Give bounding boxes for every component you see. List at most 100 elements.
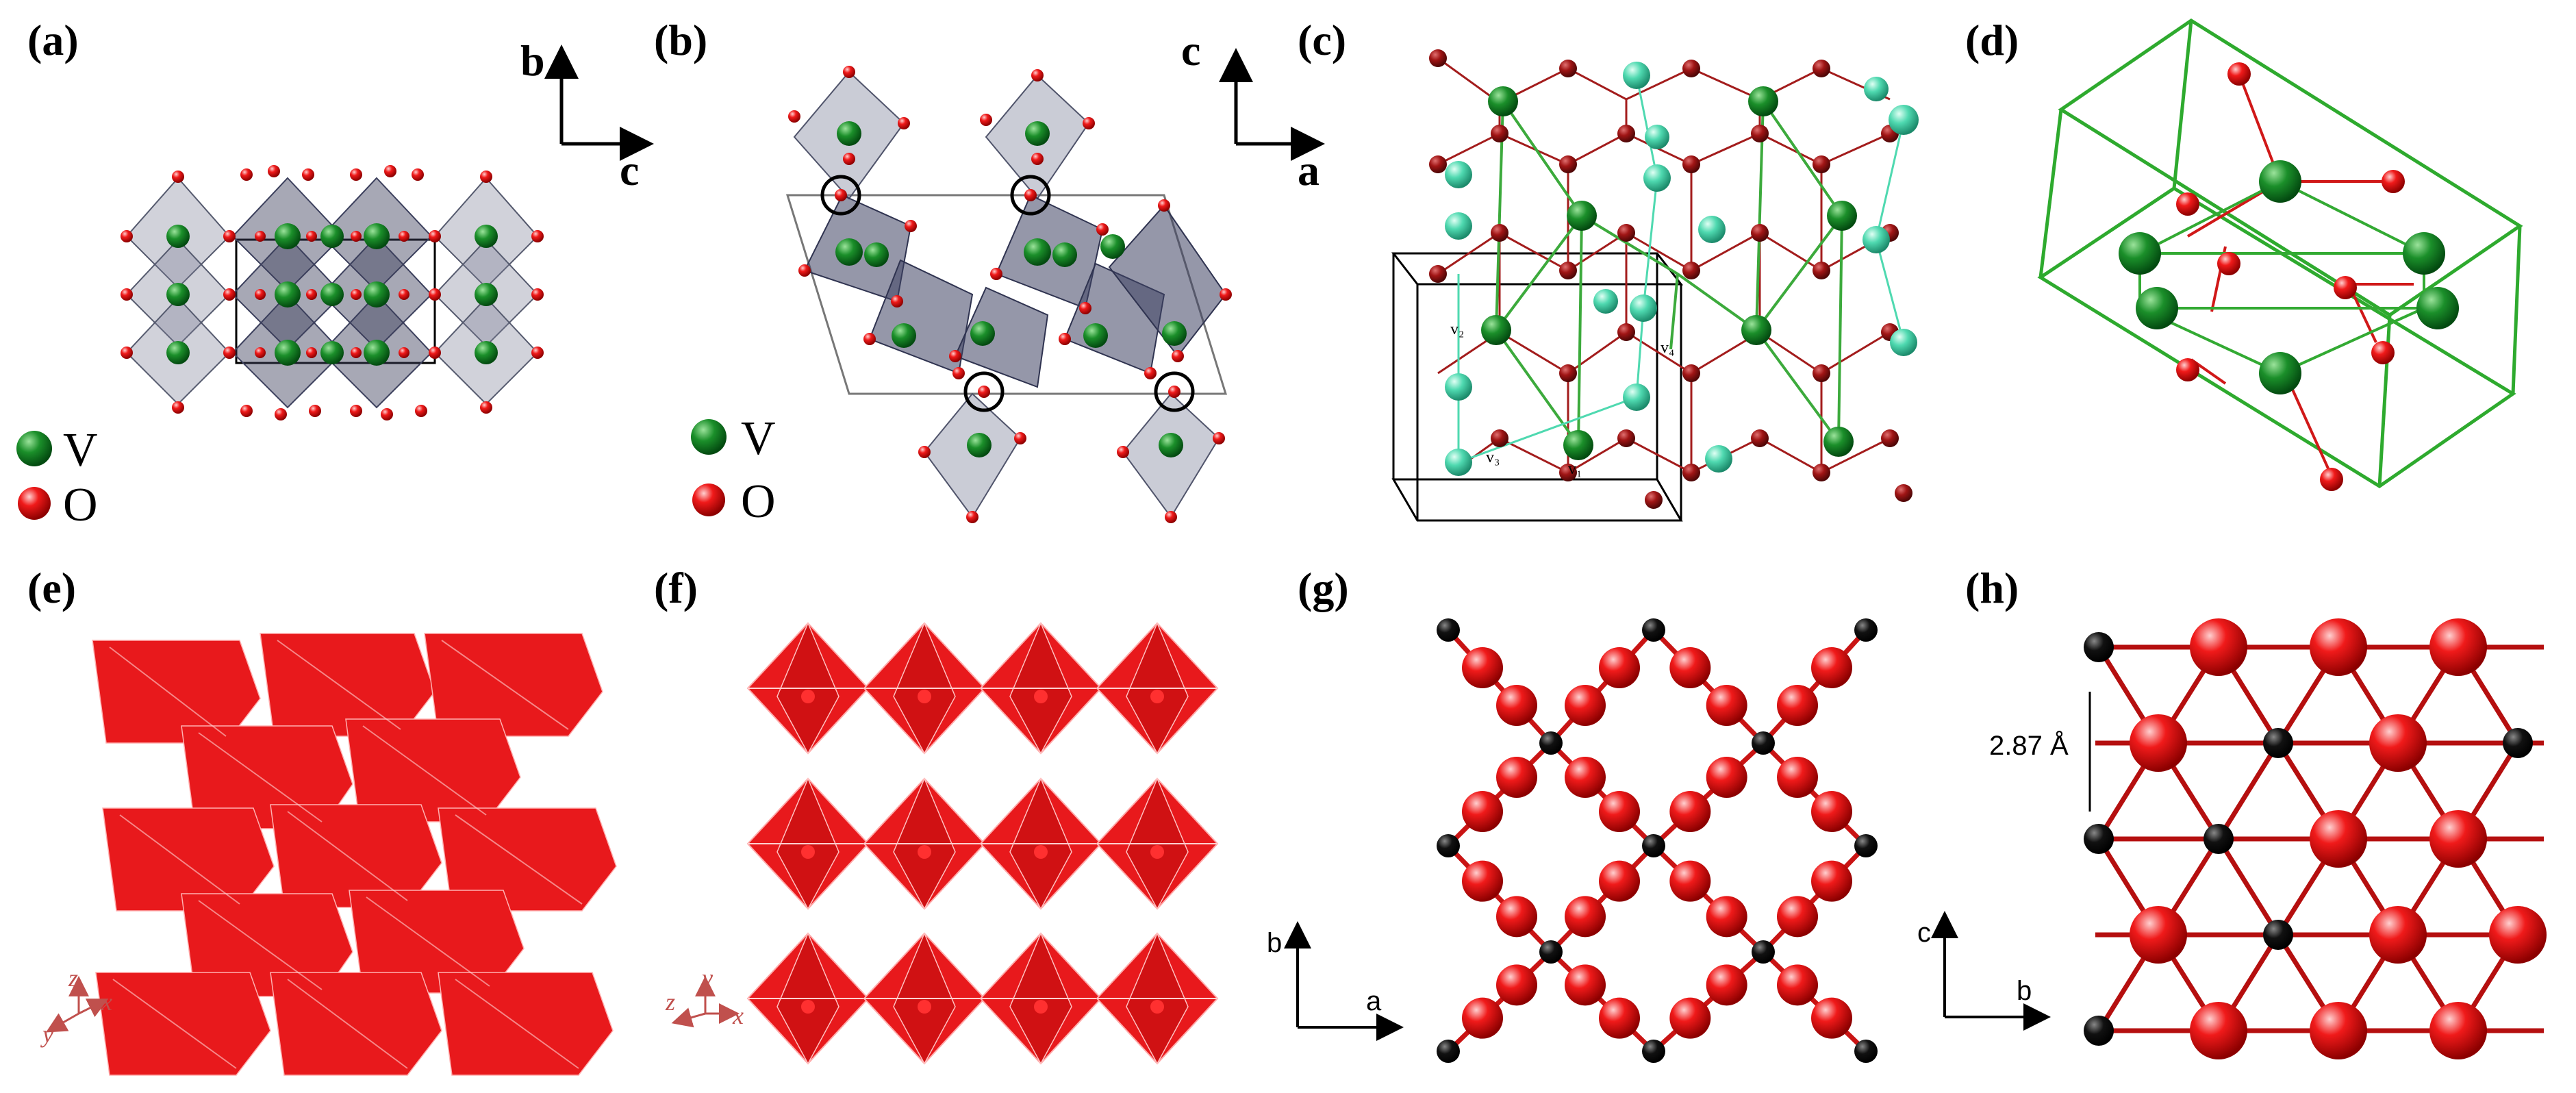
bond [2217, 838, 2280, 936]
bond [1761, 741, 1868, 848]
site-label-v4: v₄ [1660, 339, 1674, 357]
axis-triad-f: y z x [665, 964, 744, 1029]
oxygen-atom [1777, 757, 1818, 798]
axis-label-b: b [1267, 928, 1282, 958]
metal-atom [1437, 618, 1460, 642]
metal-atom [2084, 824, 2114, 854]
metal-atom [1539, 731, 1563, 755]
site-label-v2: v₂ [1450, 321, 1464, 338]
panel-e: (e) z y x [27, 564, 617, 1076]
oxygen-atom [2310, 1002, 2367, 1059]
central-atom [801, 1000, 815, 1014]
oxygen-atom [1811, 647, 1852, 688]
oxygen-atom [2310, 810, 2367, 868]
oxygen-atom [1811, 791, 1852, 832]
axis-label-a: a [1298, 146, 1319, 194]
bond [1761, 844, 1868, 954]
oxygen-atom [1496, 964, 1537, 1006]
structure-h [2084, 618, 2547, 1059]
panel-d: (d) [1965, 16, 2523, 491]
metal-atom [1854, 618, 1878, 642]
axis-label-c: c [620, 146, 639, 194]
axis-label-x: x [732, 1002, 744, 1029]
legend-label-v: V [63, 424, 98, 477]
panel-label-c: (c) [1298, 16, 1346, 64]
oxygen-atom [1669, 647, 1711, 688]
central-atom [801, 690, 815, 703]
oxygen-atom [1669, 791, 1711, 832]
axis-indicator-b: c a [1181, 26, 1325, 194]
oxygen-atom [2190, 1002, 2247, 1059]
metal-atom [1752, 940, 1775, 964]
structure-a [121, 165, 544, 420]
bond [1652, 741, 1765, 848]
central-atom [1150, 690, 1164, 703]
axis-label-c: c [1181, 26, 1200, 75]
metal-atom [1642, 834, 1665, 857]
distance-label: 2.87 Å [1989, 730, 2069, 761]
oxygen-atom [1462, 791, 1503, 832]
metal-atom [1752, 731, 1775, 755]
oxygen-atom [1811, 997, 1852, 1039]
legend-label-v: V [741, 412, 776, 465]
site-label-v1: v₁ [1568, 460, 1582, 478]
oxygen-atom [2369, 906, 2427, 964]
oxygen-atom [1462, 647, 1503, 688]
oxygen-atom [1565, 685, 1606, 726]
oxygen-atom [2369, 714, 2427, 772]
oxygen-atom [1706, 896, 1747, 938]
panel-label-e: (e) [27, 564, 76, 612]
panel-label-f: (f) [654, 564, 698, 612]
central-atom [1034, 690, 1048, 703]
bond [1652, 950, 1765, 1053]
central-atom [1034, 1000, 1048, 1014]
metal-atom [2204, 824, 2234, 854]
axis-label-z: z [68, 964, 78, 992]
oxygen-atom [2429, 1002, 2487, 1059]
structure-g [1437, 618, 1878, 1063]
axis-label-b: b [520, 36, 545, 85]
panel-f: (f) y z x [654, 564, 1219, 1065]
oxygen-atom [2429, 810, 2487, 868]
metal-atom [1854, 834, 1878, 857]
structure-c: v₂ v₄ v₃ v₁ [1391, 49, 1919, 522]
panel-c: (c) [1298, 16, 1919, 522]
panel-label-h: (h) [1965, 564, 2019, 612]
oxygen-atom [1599, 860, 1640, 902]
panel-a: (a) b c [16, 16, 654, 531]
panel-label-a: (a) [27, 16, 79, 64]
central-atom [1150, 1000, 1164, 1014]
bond [1549, 950, 1656, 1053]
bond [1549, 844, 1656, 954]
oxygen-atom [1496, 757, 1537, 798]
bond [1446, 628, 1553, 745]
metal-atom [2084, 632, 2114, 662]
axis-indicator-g: b a [1267, 921, 1404, 1041]
axis-triad-e: z y x [40, 964, 112, 1048]
oxygen-atom [1777, 964, 1818, 1006]
metal-atom [1854, 1040, 1878, 1063]
panel-b: (b) c a [654, 16, 1325, 528]
oxygen-atom [1462, 997, 1503, 1039]
legend-vanadium-atom [16, 431, 52, 466]
bond [1446, 741, 1553, 848]
oxygen-atom [1565, 964, 1606, 1006]
structure-b [785, 66, 1232, 523]
legend-label-o: O [63, 479, 98, 531]
oxygen-atom [1811, 860, 1852, 902]
oxygen-atom [1599, 791, 1640, 832]
panel-label-b: (b) [654, 16, 707, 64]
central-atom [918, 690, 931, 703]
legend-b: V O [691, 412, 776, 528]
oxygen-atom [2489, 906, 2547, 964]
metal-atom [1437, 834, 1460, 857]
oxygen-atom [1706, 964, 1747, 1006]
legend-label-o: O [741, 475, 776, 528]
oxygen-atom [1669, 860, 1711, 902]
bond [1446, 950, 1553, 1053]
legend-vanadium-atom [691, 419, 727, 455]
axis-label-y: y [40, 1020, 53, 1048]
oxygen-atom [1706, 757, 1747, 798]
oxygen-atom [1496, 896, 1537, 938]
